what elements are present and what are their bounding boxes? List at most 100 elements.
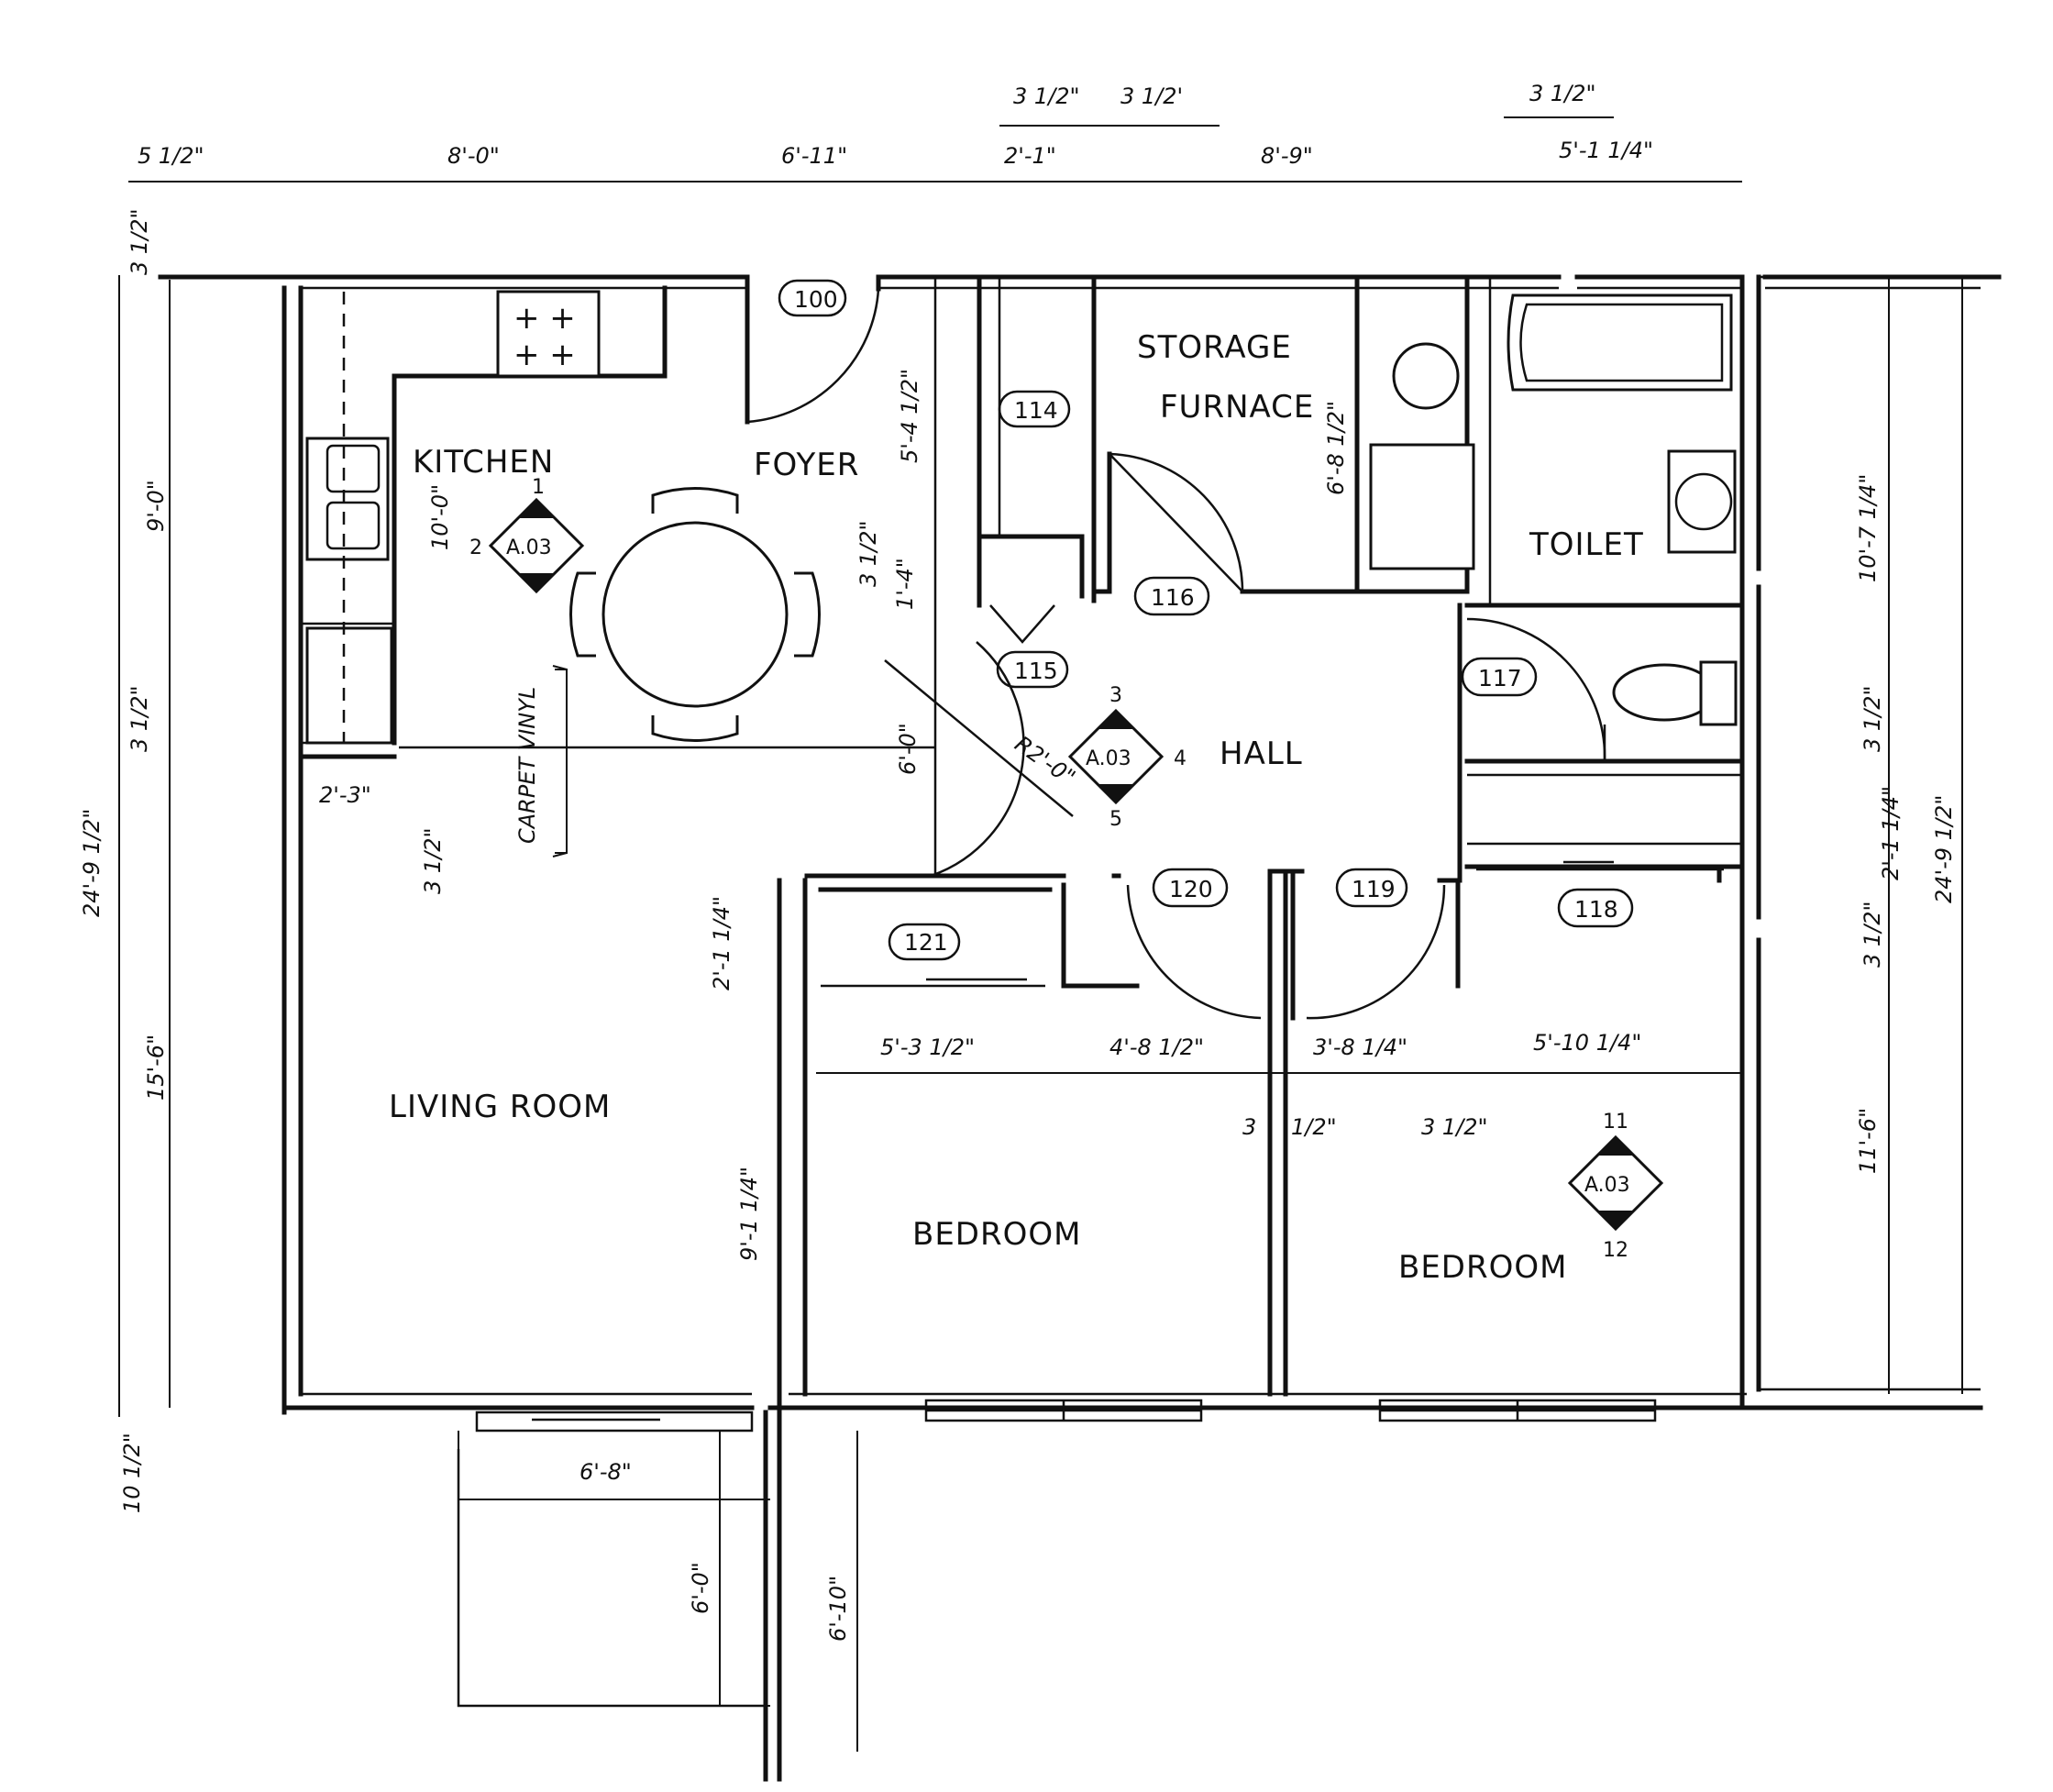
dim-label: 3 1/2": [1860, 901, 1885, 968]
dim-label: 6'-0": [895, 723, 921, 775]
door-tag-115: 115: [996, 650, 1069, 689]
dim-label: R2'-0": [1010, 731, 1080, 791]
door-tag-120: 120: [1152, 868, 1229, 908]
dim-label: 3 1/2": [1013, 83, 1080, 109]
door-tag-114: 114: [998, 390, 1071, 428]
dim-label: 2'-3": [319, 782, 371, 808]
furnace-icon: [1369, 443, 1475, 570]
svg-text:2: 2: [469, 536, 482, 559]
dim-label: 10'-0": [427, 484, 453, 550]
svg-text:4: 4: [1174, 747, 1187, 770]
section-markers: A.03 1 2 A.03 3 4 5 A.03 11 12: [469, 476, 1664, 1262]
dim-label: 3 1/2": [127, 208, 152, 275]
door-tag-117: 117: [1461, 657, 1538, 697]
dim-label: 3 1/2": [420, 827, 446, 894]
section-marker-bedroom: A.03 11 12: [1567, 1111, 1664, 1262]
water-heater-icon: [1392, 342, 1460, 410]
dim-label: 24'-9 1/2": [79, 809, 105, 917]
svg-text:114: 114: [1014, 397, 1058, 424]
range-icon: [496, 290, 601, 378]
dim-label: 10 1/2": [119, 1432, 145, 1513]
dim-label: 5'-1 1/4": [1559, 138, 1653, 163]
door-tag-100: 100: [778, 279, 847, 317]
room-label-kitchen: KITCHEN: [413, 444, 554, 481]
dim-label: 24'-9 1/2": [1931, 795, 1957, 903]
dim-label: 2'-1 1/4": [1878, 786, 1904, 880]
dim-label: 6'-8": [579, 1459, 632, 1485]
dim-label: 2'-1 1/4": [709, 896, 734, 990]
dim-label: 3'-8 1/4": [1313, 1034, 1407, 1060]
fixtures: + + + +: [305, 290, 1738, 745]
dim-label: 2'-1": [1004, 143, 1056, 169]
room-label-furnace: FURNACE: [1160, 389, 1314, 426]
svg-text:A.03: A.03: [1086, 747, 1131, 770]
dim-label: 6'-10": [825, 1576, 851, 1642]
door-tag-116: 116: [1133, 576, 1210, 616]
door-tag-119: 119: [1335, 868, 1408, 908]
windows: [475, 1399, 1657, 1432]
patio-slab: [457, 1410, 782, 1782]
chair-icon: [794, 571, 821, 658]
room-label-hall: HALL: [1220, 736, 1303, 772]
room-label-storage: STORAGE: [1137, 329, 1292, 366]
interior-walls: [298, 274, 1745, 1406]
room-label-foyer: FOYER: [754, 447, 859, 483]
dim-label: 9'-0": [143, 480, 169, 532]
exterior-walls: [158, 274, 2002, 1415]
refrigerator-icon: [305, 626, 393, 745]
room-labels: KITCHEN FOYER STORAGE FURNACE TOILET HAL…: [389, 329, 1644, 1286]
room-label-bedroom: BEDROOM: [1398, 1249, 1567, 1286]
dim-label: 3 1/2": [127, 685, 152, 752]
dim-label: 1/2": [1291, 1114, 1337, 1140]
bathtub-icon: [1507, 293, 1733, 392]
dim-label: 8'-0": [447, 143, 500, 169]
dining-table-icon: [602, 521, 789, 708]
svg-text:12: 12: [1603, 1239, 1628, 1262]
room-label-toilet: TOILET: [1529, 526, 1644, 563]
lavatory-icon: [1667, 449, 1737, 554]
svg-text:119: 119: [1352, 876, 1396, 902]
chair-icon: [651, 715, 739, 742]
svg-text:120: 120: [1169, 876, 1213, 902]
dim-label: 6'-11": [781, 143, 847, 169]
dim-label: 8'-9": [1261, 143, 1313, 169]
dim-label: 5 1/2": [138, 143, 204, 169]
section-marker-kitchen: A.03 1 2: [469, 476, 585, 594]
chair-icon: [651, 487, 739, 514]
dimension-lines: [118, 116, 1963, 1752]
dim-label: 15'-6": [143, 1034, 169, 1101]
dim-label: 5'-3 1/2": [880, 1034, 975, 1060]
svg-text:3: 3: [1109, 684, 1122, 707]
dim-label: 3 1/2': [1120, 83, 1183, 109]
room-label-bedroom: BEDROOM: [912, 1216, 1081, 1253]
door-swings: [745, 277, 1606, 1020]
svg-text:118: 118: [1574, 896, 1618, 923]
svg-text:1: 1: [532, 476, 545, 499]
svg-text:A.03: A.03: [1584, 1174, 1630, 1197]
svg-text:+ +: + +: [513, 337, 576, 373]
dim-label: 6'-8 1/2": [1323, 401, 1349, 495]
dim-label: 3 1/2": [1529, 81, 1596, 106]
dim-label: 9'-1 1/4": [736, 1167, 762, 1261]
chair-icon: [569, 571, 596, 658]
dim-label: 3: [1242, 1114, 1256, 1140]
svg-text:+ +: + +: [513, 300, 576, 337]
dim-label: 10'-7 1/4": [1855, 474, 1881, 582]
svg-text:117: 117: [1478, 665, 1522, 691]
section-marker-hall: A.03 3 4 5: [1067, 684, 1187, 831]
svg-text:11: 11: [1603, 1111, 1628, 1134]
sink-icon: [305, 437, 390, 561]
dim-label: 11'-6": [1855, 1108, 1881, 1174]
dim-label: 3 1/2": [1421, 1114, 1488, 1140]
door-tag-121: 121: [888, 923, 961, 961]
svg-text:A.03: A.03: [506, 536, 552, 559]
dim-label: 3 1/2": [855, 520, 881, 587]
svg-text:100: 100: [794, 286, 838, 313]
dim-label: 6'-0": [688, 1562, 713, 1614]
dim-label: 4'-8 1/2": [1109, 1034, 1204, 1060]
dim-label: 5'-10 1/4": [1533, 1030, 1641, 1056]
svg-text:115: 115: [1014, 658, 1058, 684]
svg-text:121: 121: [904, 929, 948, 956]
svg-text:116: 116: [1151, 584, 1195, 611]
